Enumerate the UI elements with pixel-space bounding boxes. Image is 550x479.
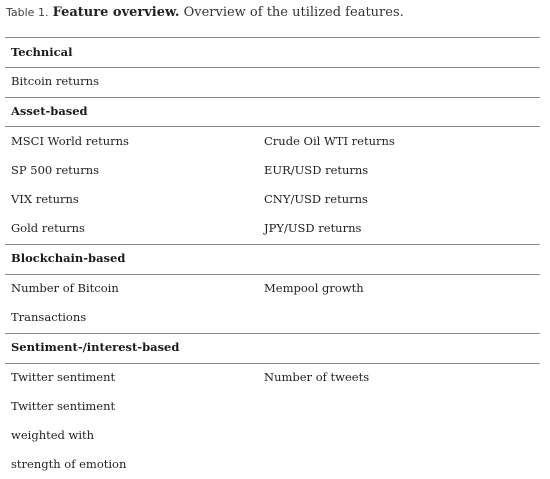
caption-title: Feature overview. (52, 5, 180, 20)
feature-cell: Bitcoin returns (11, 74, 99, 88)
feature-cell: VIX returns (11, 192, 79, 206)
table-caption: Table 1. Feature overview. Overview of t… (6, 5, 404, 20)
section-heading-row: Sentiment-/interest-based (0, 333, 550, 362)
section-rule (5, 274, 540, 275)
section-rule (5, 67, 540, 68)
feature-cell: Twitter sentiment (11, 370, 116, 384)
section-rule (5, 363, 540, 364)
table-top-rule (5, 37, 540, 38)
table-row: SP 500 returns EUR/USD returns (0, 156, 550, 185)
section-rule (5, 244, 540, 245)
section-heading-technical: Technical (11, 45, 73, 59)
feature-cell: Number of Bitcoin (11, 281, 119, 295)
table-row: Twitter sentiment Number of tweets (0, 363, 550, 392)
feature-cell: weighted with (11, 428, 95, 442)
feature-cell: MSCI World returns (11, 134, 129, 148)
feature-cell: Number of tweets (264, 370, 370, 384)
feature-cell: Gold returns (11, 221, 85, 235)
section-rule (5, 126, 540, 127)
table-row: strength of emotion (0, 450, 550, 479)
table-row: weighted with (0, 421, 550, 450)
feature-cell: SP 500 returns (11, 163, 100, 177)
table-row: Bitcoin returns (0, 67, 550, 96)
feature-cell: EUR/USD returns (264, 163, 369, 177)
section-rule (5, 97, 540, 98)
section-heading-row: Technical (0, 38, 550, 67)
section-rule (5, 333, 540, 334)
table-row: MSCI World returns Crude Oil WTI returns (0, 127, 550, 156)
table-row: Transactions (0, 303, 550, 332)
section-heading-row: Blockchain-based (0, 244, 550, 273)
table-row: Number of Bitcoin Mempool growth (0, 274, 550, 303)
feature-cell: JPY/USD returns (264, 221, 362, 235)
caption-prefix: Table 1. (6, 6, 49, 19)
feature-cell: strength of emotion (11, 457, 127, 471)
section-heading-blockchain-based: Blockchain-based (11, 251, 126, 265)
caption-text: Overview of the utilized features. (183, 5, 404, 20)
table-row: VIX returns CNY/USD returns (0, 185, 550, 214)
feature-cell: CNY/USD returns (264, 192, 368, 206)
feature-cell: Mempool growth (264, 281, 364, 295)
section-heading-sentiment-based: Sentiment-/interest-based (11, 340, 180, 354)
feature-cell: Transactions (11, 310, 87, 324)
feature-cell: Crude Oil WTI returns (264, 134, 395, 148)
section-heading-asset-based: Asset-based (11, 104, 88, 118)
feature-cell: Twitter sentiment (11, 399, 116, 413)
table-row: Twitter sentiment (0, 392, 550, 421)
table-row: Gold returns JPY/USD returns (0, 214, 550, 243)
section-heading-row: Asset-based (0, 97, 550, 126)
